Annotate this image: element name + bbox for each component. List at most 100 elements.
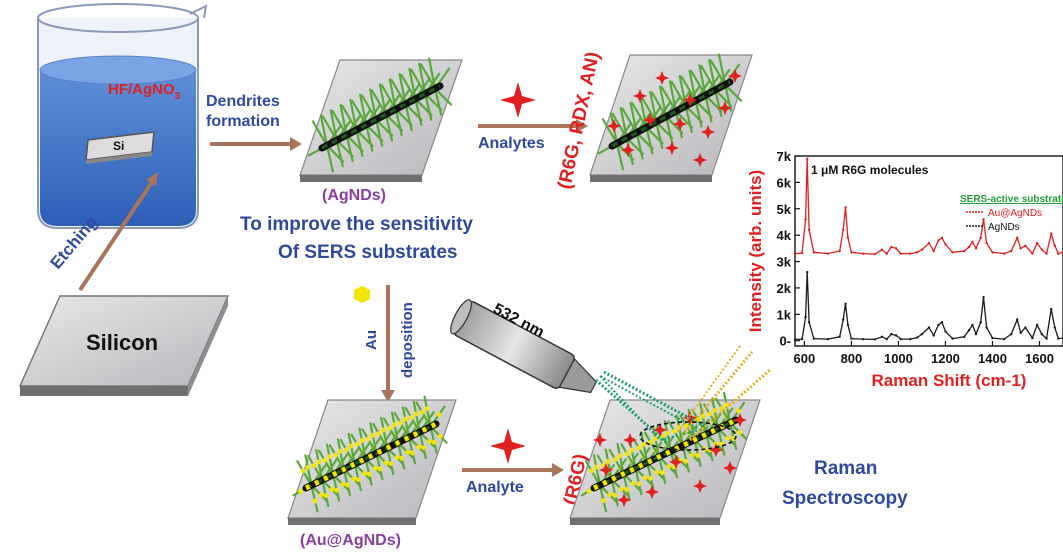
analyte-star [683,93,697,107]
au-agnds-r6g-substrate [569,391,761,525]
analyte-star [733,413,747,427]
au-agnds-dendrite [292,395,448,513]
series-point [885,337,888,341]
series-point [807,321,811,324]
series-point [807,228,811,232]
y-tick-label: 5k [777,202,792,217]
legend-label: Au@AgNDs [988,208,1042,219]
series-point [804,218,807,221]
analyte-star [655,71,669,85]
series-point [940,236,944,240]
analyte-star [665,141,679,155]
series-point [846,236,850,240]
analyte-stars [607,69,742,167]
analytes-label: Analytes [478,135,545,152]
x-axis-label: Raman Shift (cm-1) [872,371,1027,390]
series-point [1024,244,1027,247]
series-point [951,251,954,254]
series-point [826,252,830,255]
analyte-label: Analyte [466,479,524,496]
series-point [890,245,893,249]
series-point [1031,336,1034,340]
x-tick-label: 1200 [931,351,960,366]
series-point [873,252,877,256]
series-point [908,252,912,255]
star-icon [490,428,526,464]
analyte-star [693,153,707,167]
series-point [844,302,847,305]
series-point [838,249,841,253]
analyte-star [701,125,715,139]
improve-label-1: To improve the sensitivity [240,214,473,235]
analyte-star [718,101,732,115]
laser-probe-icon [450,299,598,394]
series-point [861,337,865,341]
y-tick-label: 3k [777,255,792,270]
x-tick-label: 800 [841,351,863,366]
series-point [880,335,884,338]
analyte-star [728,69,742,83]
series-point [932,249,935,253]
scattered-beam [677,345,771,442]
series-point [1019,331,1022,335]
series-point [982,218,985,221]
y-tick-label: 6k [777,175,792,190]
series-point [979,321,982,324]
x-tick-label: 1000 [884,351,913,366]
agnds-dendrite [307,57,453,173]
x-tick-label: 600 [794,351,816,366]
series-point [844,206,847,209]
series-point [916,251,919,254]
agnds-analyte-substrate [589,53,753,182]
raman-label-2: Spectroscopy [782,488,908,509]
series-point [927,241,931,245]
analytes-arrow [478,119,588,133]
series-point [963,249,966,253]
series-point [944,330,947,333]
series-point [963,335,966,338]
silicon-plate [18,295,230,396]
agnds-label: (AgNDs) [322,187,386,204]
series-point [927,326,931,329]
series-point [1010,249,1013,253]
etching-arrow [78,172,158,292]
series-point [899,252,902,255]
star-icon [500,82,536,118]
dendrites-arrow [210,137,302,151]
x-tick-label: 1600 [1025,351,1054,366]
series-point [985,241,988,245]
series-point [1053,244,1056,247]
series-point [800,251,804,255]
series-point [1057,252,1060,255]
y-tick-label: 1k [777,307,792,322]
series-point [800,337,804,341]
series-point [916,336,919,339]
series-point [971,240,974,243]
series-point [841,318,845,321]
series-point [804,315,807,319]
au-agnds-substrate [287,395,457,525]
series-point [793,252,797,255]
series-point [920,248,924,251]
series-point [1040,248,1044,251]
series-point [908,337,912,341]
series-point [974,332,978,336]
au-deposition-arrow [381,285,395,402]
chart-annotation: 1 μM R6G molecules [811,163,929,177]
series-point [826,337,830,341]
series-point [846,323,850,327]
deposition-label: deposition [399,302,416,378]
x-tick-label: 1400 [978,351,1007,366]
agnds-substrate [299,57,463,182]
solution-label: HF/AgNO3 [108,81,181,102]
series-point [1040,332,1044,336]
series-point [1035,323,1039,327]
series-point [1045,252,1048,255]
series-point [932,334,935,337]
gold-nanoparticle-icon [354,286,370,303]
agnds-dendrite-analyte [597,53,743,171]
analyte-star [633,89,647,103]
silicon-label: Silicon [86,330,158,355]
series-point [951,337,954,340]
